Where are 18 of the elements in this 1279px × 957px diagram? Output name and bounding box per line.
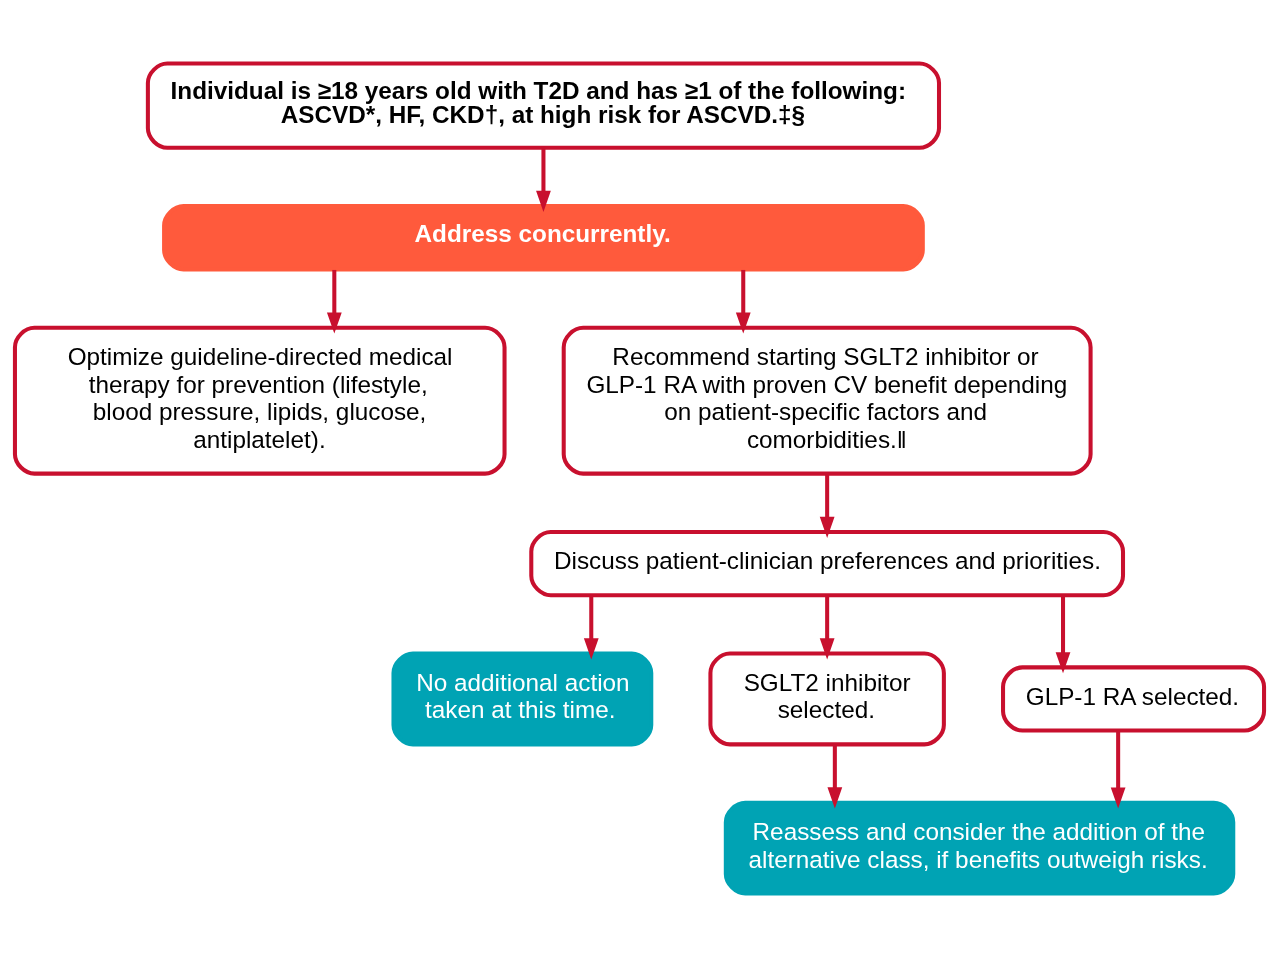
arrow [819, 474, 835, 538]
arrow [827, 744, 843, 809]
arrow [1110, 730, 1126, 809]
arrow [735, 269, 751, 334]
node-box: Individual is ≥18 years old with T2D and has ≥1 of the following: ASCVD*, HF, CKD†, at high risk for ASCVD.‡§ [145, 61, 942, 150]
node-box: Reassess and consider the addition of the alternative class, if benefits outweigh risks. [723, 800, 1236, 896]
node-box: No additional action taken at this time. [391, 651, 654, 747]
node-box: Discuss patient-clinician preferences and priorities. [529, 529, 1126, 598]
arrow [536, 148, 551, 212]
arrow [819, 595, 835, 660]
node-box: SGLT2 inhibitor selected. [708, 651, 946, 747]
arrow [583, 595, 599, 660]
node-box: Recommend starting SGLT2 inhibitor or GLP-1 RA with proven CV benefit depending on patient-specific factors and comorbidities.‖ [561, 325, 1093, 476]
node-box: GLP-1 RA selected. [1001, 665, 1267, 733]
arrow [1055, 595, 1071, 674]
node-box: Address concurrently. [162, 204, 925, 272]
node-box: Optimize guideline-directed medical therapy for prevention (lifestyle, blood pressure, lipids, glucose, antiplatelet). [12, 325, 507, 476]
arrow [326, 269, 342, 334]
